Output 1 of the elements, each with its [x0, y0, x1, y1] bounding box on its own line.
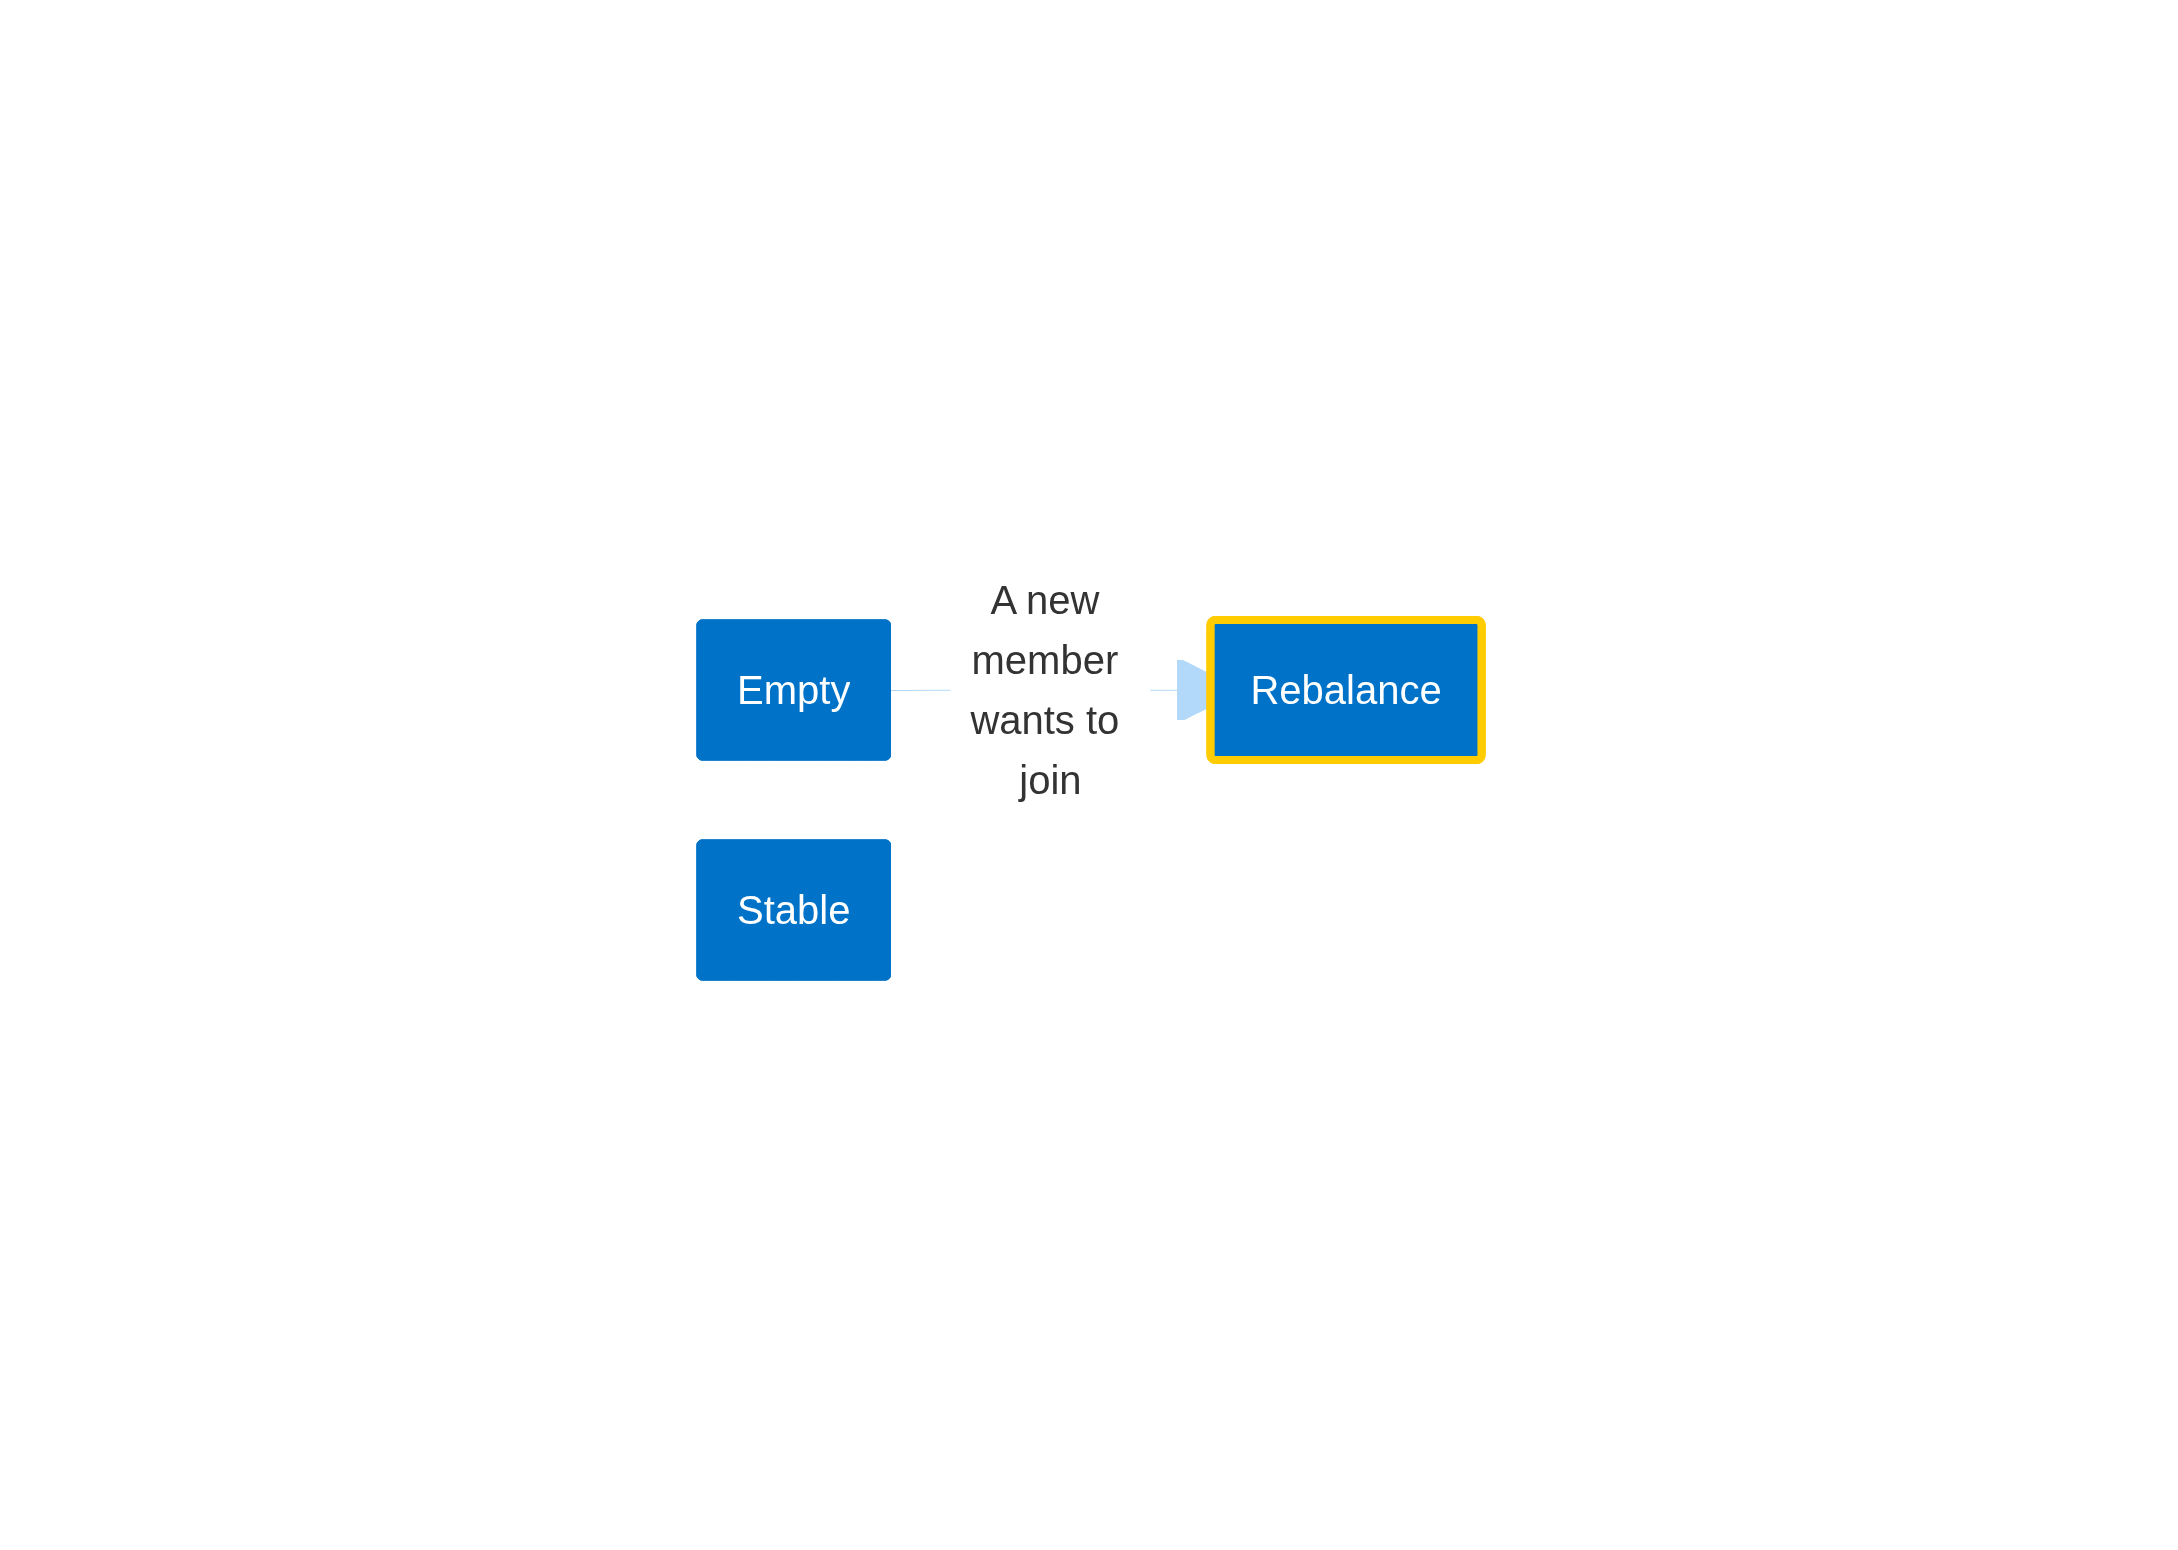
edge-label: A new member wants to join [970, 578, 1119, 802]
